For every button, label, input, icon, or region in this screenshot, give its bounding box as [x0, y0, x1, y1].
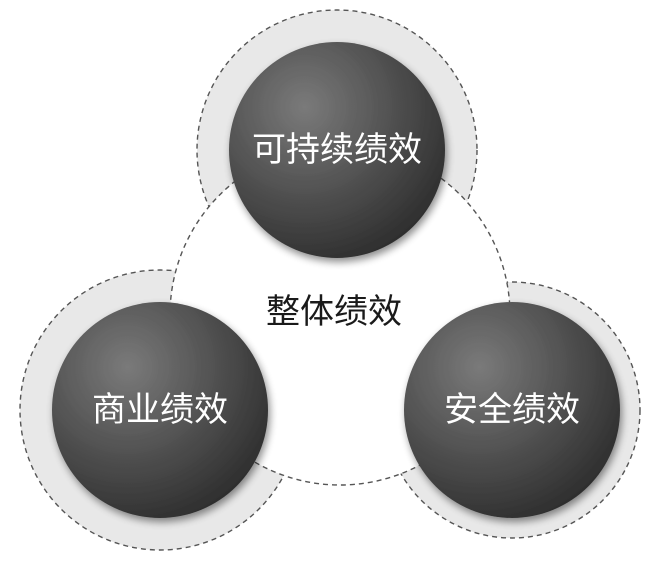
node-label-business: 商业绩效 [92, 390, 228, 430]
node-label-sustainable: 可持续绩效 [252, 130, 422, 170]
node-label-safety: 安全绩效 [444, 390, 580, 430]
core-safety [404, 302, 620, 518]
center-label: 整体绩效 [266, 292, 402, 332]
core-business [52, 302, 268, 518]
core-sustainable [229, 42, 445, 258]
